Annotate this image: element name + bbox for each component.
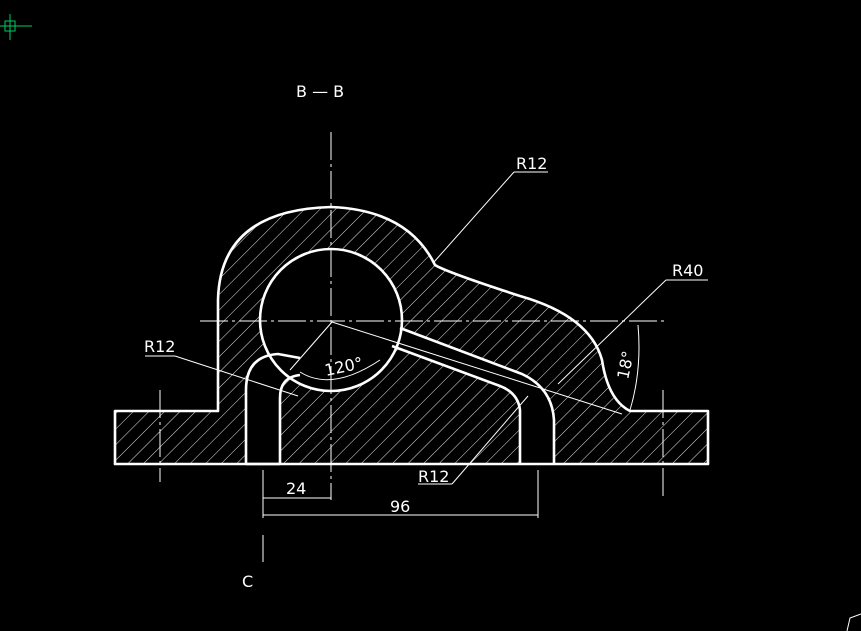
- radius-label-top: R12: [516, 154, 547, 173]
- left-channel-outline: [244, 352, 301, 464]
- angle-label-right: 18°: [613, 349, 637, 381]
- linear-dim-long: 96: [390, 497, 410, 516]
- linear-dim-short: 24: [286, 479, 306, 498]
- inclined-channel-outline: [391, 326, 556, 464]
- radius-label-right: R40: [672, 261, 703, 280]
- part-section[interactable]: [113, 205, 710, 466]
- view-label: C: [242, 572, 253, 591]
- radius-label-left: R12: [144, 337, 175, 356]
- dimension-geometry: [145, 171, 708, 518]
- section-hatch: [115, 207, 708, 464]
- radius-label-bottom: R12: [418, 467, 449, 486]
- crosshair-cursor-icon: [0, 14, 32, 40]
- section-label: B — B: [296, 82, 344, 101]
- center-lines: [159, 132, 665, 562]
- corner-fragment: [846, 613, 861, 631]
- part-outline: [113, 205, 710, 466]
